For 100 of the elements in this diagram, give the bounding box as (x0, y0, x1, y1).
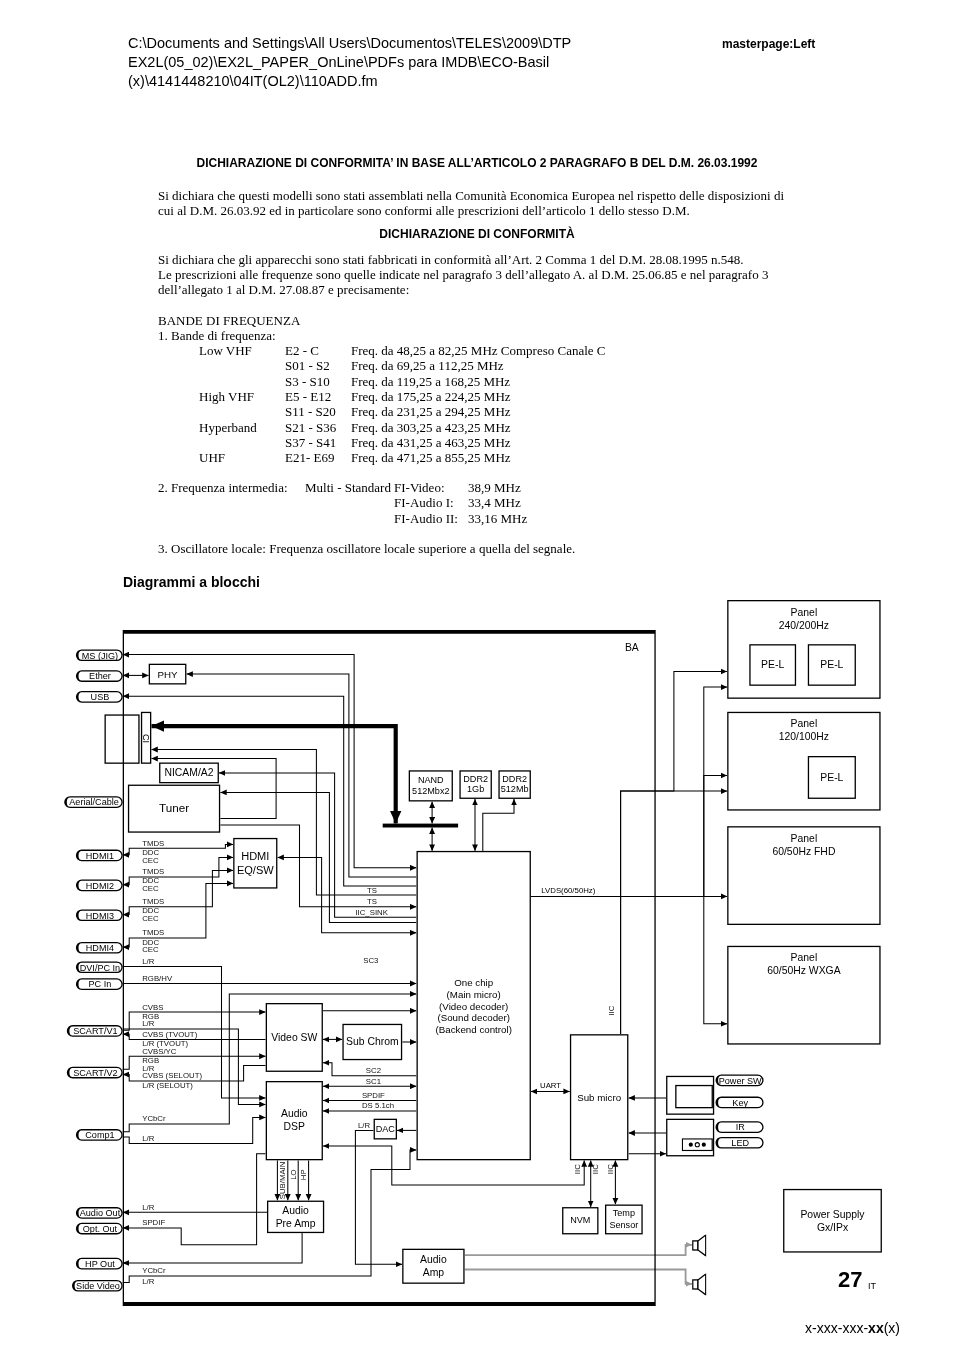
arrow (122, 1031, 267, 1040)
block-label: Temp (612, 1208, 635, 1220)
text-line: Freq. da 303,25 a 423,25 MHz (351, 420, 511, 435)
connector-terminal (75, 909, 123, 922)
text-line: 2. Frequenza intermedia: (158, 480, 288, 495)
block-label: DDR2 (463, 773, 489, 785)
block-box (159, 762, 219, 784)
arrow (620, 668, 728, 1035)
text-line: S11 - S20 (285, 404, 336, 419)
connector-label: SCART/V2 (73, 1068, 118, 1078)
connector-terminal (75, 879, 123, 892)
connector-label: HP Out (85, 1259, 115, 1269)
block-label: Gx/IPx (816, 1220, 849, 1234)
arrow (218, 769, 417, 918)
panel-label: 60/50Hz FHD (772, 845, 836, 858)
text-line: FI-Audio I: (394, 495, 454, 510)
connector-label: USB (90, 692, 110, 702)
text-line: Si dichiara che gli apparecchi sono stati fabbricati in conformità all’Art. 2 Comma 1 del D.M. 28.08.1995 n.548. (158, 252, 744, 267)
block-label: 512Mb (500, 784, 529, 796)
block-label: DAC (375, 1123, 395, 1135)
arrow (122, 990, 417, 1133)
block-label: NAND (417, 775, 444, 786)
connector-label: Key (732, 1097, 749, 1107)
connector-label: SCART/V1 (73, 1026, 118, 1036)
text-line: Freq. da 119,25 a 168,25 MHz (351, 374, 511, 389)
sensor-board (666, 1118, 715, 1157)
text-line: S01 - S2 (285, 358, 330, 373)
text-line: Freq. da 231,25 a 294,25 MHz (351, 404, 511, 419)
text-line: BANDE DI FREQUENZA (158, 313, 301, 328)
double-arrow (151, 720, 402, 824)
board-outline (122, 629, 656, 1306)
arrow (530, 895, 728, 1027)
block-box (265, 1003, 323, 1072)
block-box (498, 770, 531, 799)
block-label: EQ/SW (236, 863, 274, 877)
block-label: Audio (282, 1204, 309, 1217)
text-line: Freq. da 175,25 a 224,25 MHz (351, 389, 511, 404)
arrow (274, 1159, 281, 1202)
document-code: x-xxx-xxx-xx(x) (804, 1320, 900, 1336)
language-code: IT (868, 1281, 876, 1291)
file-path-header: C:\Documents and Settings\All Users\Documentos\TELES\2009\DTP EX2L(05_02)\EX2L_PAPER_OnLine\PDFs para IMDB\ECO-Basil (x)\4141448210\04IT(OL2)\110ADD.fm (128, 34, 572, 91)
arrow (122, 1053, 267, 1070)
block-box (267, 1200, 325, 1234)
double-arrow (472, 798, 478, 852)
block-label: Sub Chrom (346, 1035, 399, 1049)
arrow (627, 1130, 667, 1136)
connector-label: IR (735, 1122, 745, 1132)
arrow (354, 1129, 403, 1268)
arrow (122, 693, 417, 887)
block-label: PE-L (820, 658, 844, 672)
block-label: Amp (422, 1266, 445, 1279)
connector-terminal (715, 1096, 764, 1109)
double-arrow (322, 1036, 343, 1043)
double-arrow (612, 1159, 619, 1205)
block-label: Sensor (609, 1219, 639, 1231)
text-line: Low VHF (199, 343, 252, 358)
text-line: FI-Audio II: (394, 511, 458, 526)
block-label: (Main micro) (446, 988, 501, 1000)
block-label: PHY (157, 668, 178, 680)
text-line: S21 - S36 (285, 420, 337, 435)
connector-terminal (75, 670, 123, 682)
arrow (122, 1028, 267, 1108)
arrow (150, 746, 417, 896)
arrow (305, 1159, 312, 1202)
arrow (219, 824, 417, 910)
text-line: 33,16 MHz (468, 511, 528, 526)
connector-terminal (75, 649, 123, 662)
panel-label: 240/200Hz (778, 618, 830, 632)
arrow (122, 1209, 268, 1216)
block-box (807, 644, 856, 686)
text-line: E21- E69 (285, 450, 335, 465)
block-box (749, 644, 797, 686)
arrow (627, 1094, 667, 1101)
block-box (265, 1081, 323, 1161)
arrow (482, 798, 517, 852)
connector-terminal (75, 849, 123, 862)
slot-label: CI (141, 733, 151, 743)
block-label: Video SW (271, 1031, 318, 1044)
block-label: NICAM/A2 (164, 766, 214, 780)
connector-label: HDMI2 (85, 880, 115, 890)
block-label: NVM (570, 1215, 591, 1227)
text-line: Freq. da 48,25 a 82,25 MHz Compreso Canale C (351, 343, 606, 358)
connector-label: Comp1 (85, 1130, 115, 1140)
connector-terminal (75, 961, 123, 974)
double-arrow (122, 867, 234, 918)
connector-label: PC In (88, 979, 112, 989)
arrow (627, 1150, 667, 1157)
panel-label: 60/50Hz WXGA (767, 964, 841, 978)
arrow (322, 1097, 417, 1104)
block-label: (Backend control) (435, 1023, 512, 1035)
page-tag: masterpage:Left (722, 37, 816, 51)
connector-label: Audio Out (79, 1208, 121, 1218)
block-label: Audio (420, 1253, 447, 1267)
block-label: DSP (283, 1120, 305, 1134)
key-board (666, 1075, 715, 1115)
arrow (185, 671, 417, 878)
block-label: One chip (454, 976, 494, 989)
arrow (122, 1009, 267, 1031)
text-line: 3. Oscillatore locale: Frequenza oscillatore locale superiore a quella del segnale. (158, 541, 576, 556)
arrow (122, 966, 267, 1101)
